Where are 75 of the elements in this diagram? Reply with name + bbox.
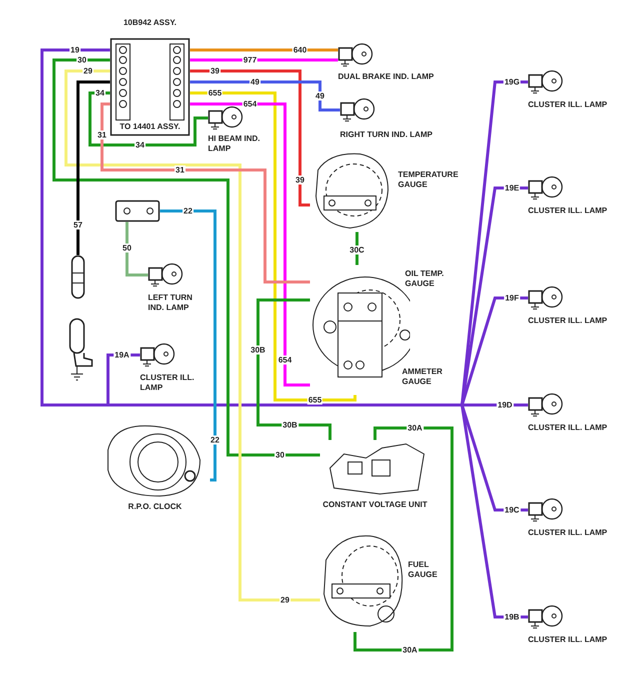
lamp-label: CLUSTER ILL. LAMP	[528, 100, 608, 110]
wire-number: 57	[72, 220, 84, 230]
lamp-label: RIGHT TURN IND. LAMP	[340, 130, 434, 140]
assembly-label: 10B942 ASSY.	[122, 18, 178, 28]
wire-number: 31	[174, 166, 186, 174]
wire-number: 30C	[348, 246, 366, 254]
wire-number: 19A	[114, 350, 130, 360]
wire-number: 30	[76, 56, 88, 64]
wire-number: 31	[96, 130, 108, 140]
wire-number: 655	[307, 396, 323, 404]
wire-number: 30A	[402, 646, 418, 654]
wire	[190, 92, 356, 402]
assembly-label: TO 14401 ASSY.	[118, 122, 182, 132]
wire	[52, 58, 320, 456]
wire	[126, 222, 148, 276]
wire-number: 654	[277, 356, 293, 364]
wire-number: 30B	[250, 346, 266, 354]
wire-number: 50	[122, 244, 132, 252]
wire-number: 39	[294, 176, 306, 184]
clock-label: R.P.O. CLOCK	[127, 502, 183, 512]
wire	[354, 426, 454, 652]
wire	[460, 296, 528, 406]
wire	[460, 80, 528, 406]
wire-number: 654	[242, 100, 258, 108]
unit-label: CONSTANT VOLTAGE UNIT	[322, 500, 428, 510]
lamp-label: LEFT TURN IND. LAMP	[148, 293, 194, 313]
wire	[190, 102, 310, 386]
wire-number: 29	[82, 66, 94, 76]
wire-number: 19F	[504, 294, 520, 302]
wire	[88, 92, 208, 146]
wire	[190, 48, 338, 52]
wire-number: 19G	[503, 78, 521, 86]
gauge-label: TEMPERATURE GAUGE	[398, 170, 460, 190]
wire-number: 19D	[496, 400, 514, 410]
wire-number: 34	[134, 140, 146, 150]
gauge-label: FUEL GAUGE	[408, 560, 438, 580]
lamp-label: CLUSTER ILL. LAMP	[140, 373, 196, 393]
lamp-label: DUAL BRAKE IND. LAMP	[338, 72, 435, 82]
lamp-label: CLUSTER ILL. LAMP	[528, 206, 608, 216]
wire	[64, 70, 320, 602]
wire-number: 19E	[504, 184, 520, 192]
wire-number: 19	[70, 46, 80, 54]
wire	[460, 404, 528, 618]
lamp-label: CLUSTER ILL. LAMP	[528, 316, 608, 326]
wire	[190, 80, 340, 112]
wire	[460, 186, 528, 406]
lamp-label: HI BEAM IND. LAMP	[208, 134, 261, 154]
wire-number: 30A	[406, 424, 424, 432]
wire-number: 30B	[282, 420, 298, 430]
wire	[190, 70, 310, 206]
wire-number: 19B	[504, 612, 520, 622]
wire-number: 49	[250, 78, 260, 86]
wire	[256, 298, 332, 440]
wire	[100, 102, 310, 284]
gauge-label: OIL TEMP. GAUGE	[405, 269, 445, 289]
wire-number: 49	[314, 92, 326, 100]
wire-number: 19C	[504, 506, 520, 514]
wire-number: 29	[280, 596, 290, 604]
gauge-label: AMMETER GAUGE	[402, 367, 444, 387]
wire-number: 22	[182, 206, 194, 216]
wire	[160, 210, 216, 482]
wire	[190, 58, 338, 62]
wire-number: 30	[274, 450, 286, 460]
lamp-label: CLUSTER ILL. LAMP	[528, 423, 608, 433]
wire-number: 22	[210, 436, 220, 444]
wire	[460, 404, 528, 512]
wire-number: 655	[207, 88, 223, 98]
lamp-label: CLUSTER ILL. LAMP	[528, 635, 608, 645]
wire-number: 34	[94, 88, 106, 98]
wire-number: 39	[210, 66, 220, 76]
wire-number: 640	[292, 46, 308, 54]
wire-number: 977	[242, 56, 258, 64]
wire	[76, 80, 110, 255]
lamp-label: CLUSTER ILL. LAMP	[528, 528, 608, 538]
wire	[40, 48, 462, 406]
